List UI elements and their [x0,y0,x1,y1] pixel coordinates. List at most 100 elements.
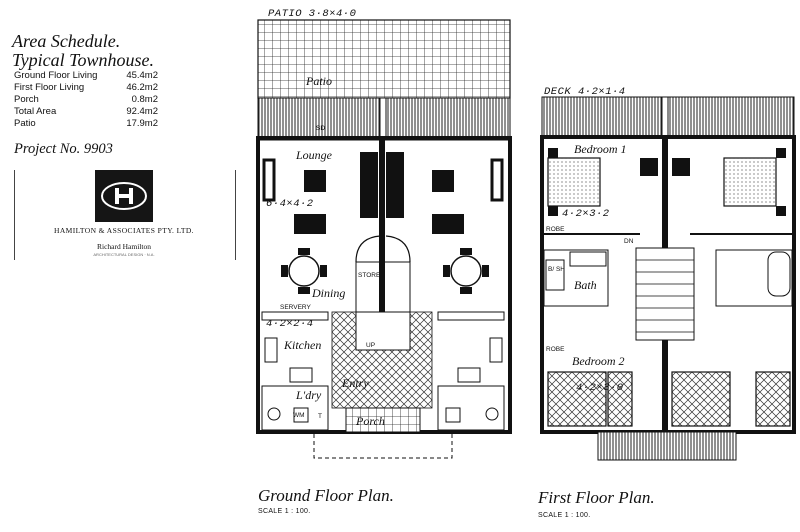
area-row-value: 46.2m2 [126,82,158,93]
deck-dimension: DECK 4·2×1·4 [544,86,626,98]
sofa [432,214,464,234]
area-row-value: 45.4m2 [126,70,158,81]
porch-tiles [345,407,421,433]
hamilton-logo-icon [95,170,153,222]
sofa [294,214,326,234]
patio-label: Patio [306,74,332,88]
stair-curve [385,235,411,263]
stair-landing [355,311,411,351]
architect-name: Richard Hamilton [97,242,151,251]
area-row-label: Ground Floor Living [14,70,98,81]
front-balcony [597,431,737,461]
stove [457,367,481,383]
shower [545,259,565,291]
area-row-label: Total Area [14,106,57,117]
ground-floor-scale: SCALE 1 : 100. [258,508,311,515]
area-row: First Floor Living 46.2m2 [14,82,164,94]
stairs-up-label: UP [366,342,376,349]
patio-dimension: PATIO 3·8×4·0 [268,8,357,20]
patio-divider [379,97,387,139]
company-name: HAMILTON & ASSOCIATES PTY. LTD. [54,226,194,235]
patio-grid [257,19,511,99]
project-number: Project No. 9903 [14,141,113,157]
bath-label: Bath [574,278,597,292]
architect-subtitle: ARCHITECTURAL DESIGN · N.A. [93,252,155,257]
kitchen-label: Kitchen [284,338,322,352]
tv-unit [386,152,404,218]
front-path [313,431,453,459]
wardrobe [640,158,658,176]
area-row-value: 92.4m2 [126,106,158,117]
bedroom2-label: Bedroom 2 [572,354,625,368]
kitchen-dimension: 4·2×2·4 [266,318,314,330]
bedside-table [776,206,786,216]
stair-curve [355,235,381,263]
washing-machine-label: WM [293,412,305,419]
area-schedule-table: Ground Floor Living 45.4m2 First Floor L… [14,70,164,130]
bedroom2-dimension: 4·2×3·0 [576,382,624,394]
area-row-value: 0.8m2 [131,94,158,105]
stove [289,367,313,383]
first-floor-scale: SCALE 1 : 100. [538,512,591,519]
armchair [432,170,454,192]
lounge-dimension: 6·4×4·2 [266,198,314,210]
stairs-down-label: DN [624,238,634,245]
stairs [635,247,695,341]
bed [723,157,777,207]
bedside-table [548,206,558,216]
stair-treads [636,259,694,333]
deck-divider [661,96,669,138]
kitchen-sink [489,337,503,363]
wardrobe [672,158,690,176]
area-row-value: 17.9m2 [126,118,158,129]
bed [547,157,601,207]
robe1-label: ROBE [546,226,565,233]
area-schedule-title-line2: Typical Townhouse. [12,50,155,70]
entry-label: Entry [342,376,369,390]
kitchen-bench [437,311,505,321]
bath-shower-label: B/ SH [548,266,565,273]
vanity [569,251,607,267]
first-floor-caption: First Floor Plan. [538,488,655,507]
washing-machine [445,407,461,423]
area-row-label: First Floor Living [14,82,85,93]
tap-label: T [318,413,322,420]
store-label: STORE [358,272,381,279]
bedside-table [776,148,786,158]
bedroom1-label: Bedroom 1 [574,142,627,156]
sliding-door-label: SD [316,125,326,132]
area-row: Ground Floor Living 45.4m2 [14,70,164,82]
toilet [267,407,281,421]
area-schedule-title-line1: Area Schedule. [12,31,121,51]
dining-label: Dining [312,286,346,300]
party-wall [379,138,385,432]
laundry-label: L'dry [296,388,322,402]
bed [547,371,607,427]
tv-unit [360,152,378,218]
area-row-label: Porch [14,94,39,105]
dining-table [281,248,327,294]
company-logo-frame [14,170,236,260]
bed [671,371,731,427]
area-row-label: Patio [14,118,36,129]
bathtub [767,251,791,297]
area-row: Porch 0.8m2 [14,94,164,106]
washing-machine [293,407,309,423]
ground-floor-caption: Ground Floor Plan. [258,486,394,505]
area-schedule-title: Area Schedule. Typical Townhouse. [12,32,242,70]
area-row: Patio 17.9m2 [14,118,164,130]
area-row: Total Area 92.4m2 [14,106,164,118]
kitchen-bench [261,311,329,321]
side-table [262,158,276,202]
bed [607,371,633,427]
servery-label: SERVERY [280,304,311,311]
robe2-label: ROBE [546,346,565,353]
kitchen-sink [264,337,278,363]
bedside-table [548,148,558,158]
armchair [304,170,326,192]
lounge-label: Lounge [296,148,332,162]
porch-label: Porch [356,414,385,428]
toilet [485,407,499,421]
side-table [490,158,504,202]
